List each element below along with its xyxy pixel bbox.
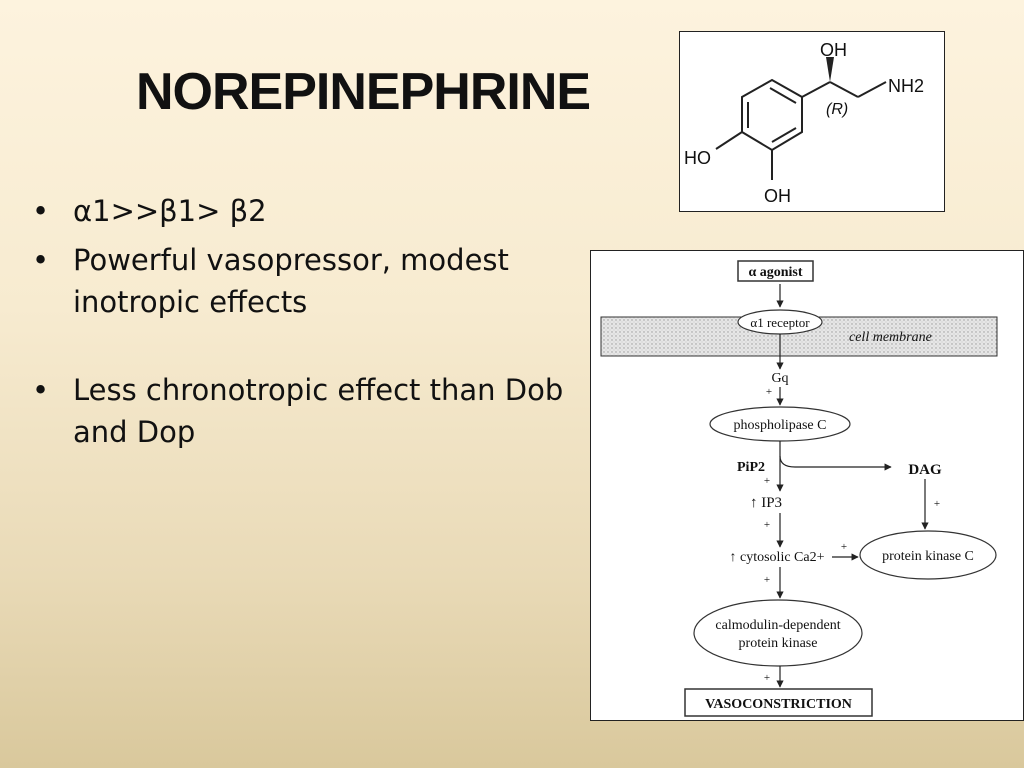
dag-label: DAG [908,462,942,478]
bullet-vasopressor: Powerful vasopressor, modest inotropic e… [32,239,592,323]
vasoconstriction-box [684,688,873,717]
plus-sign: + [764,574,770,586]
pip2-label: PiP2 [737,460,765,475]
hydroxyl-top: OH [820,40,847,60]
ip3-label: ↑ IP3 [750,495,782,511]
vasoconstriction-label: VASOCONSTRICTION [705,697,852,712]
pathway-arrows [776,284,929,688]
plus-sign: + [764,519,770,531]
amine-group: NH2 [888,76,924,96]
molecule-structure-panel: OH NH2 (R) HO OH [679,31,945,212]
cytosolic-calcium-label: ↑ cytosolic Ca2+ [730,550,825,565]
hydroxyl-left: HO [684,148,711,168]
membrane-label: cell membrane [849,330,932,345]
protein-kinase-c-node [859,530,997,580]
gq-label: Gq [771,371,788,386]
agonist-label: α agonist [748,265,802,280]
plus-sign: + [934,498,940,510]
alpha1-pathway-diagram: cell membrane α agonist α1 receptor Gq p… [600,260,998,717]
plus-sign: + [841,541,847,553]
plus-sign: + [764,672,770,684]
stereo-label: (R) [826,101,848,118]
bullet-receptor-selectivity: α1>>β1> β2 [32,190,592,232]
calmodulin-kinase-node [693,599,863,667]
bullet-chronotropic: Less chronotropic effect than Dob and Do… [32,369,592,453]
signaling-pathway-panel: cell membrane α agonist α1 receptor Gq p… [590,250,1024,721]
plus-sign: + [766,386,772,398]
slide-title: NOREPINEPHRINE [136,63,591,121]
calmodulin-kinase-line1: calmodulin-dependent [715,618,840,633]
protein-kinase-c-label: protein kinase C [882,549,974,564]
plus-sign: + [764,475,770,487]
bullet-list: α1>>β1> β2 Powerful vasopressor, modest … [32,190,592,453]
norepinephrine-structure: OH NH2 (R) HO OH [684,40,924,206]
agonist-box [737,260,814,282]
pathway-plus-signs: + + + + + + + [764,386,940,684]
hydroxyl-bottom: OH [764,186,791,206]
calmodulin-kinase-line2: protein kinase [739,636,818,651]
receptor-label: α1 receptor [750,315,810,330]
phospholipase-c-label: phospholipase C [734,418,827,433]
